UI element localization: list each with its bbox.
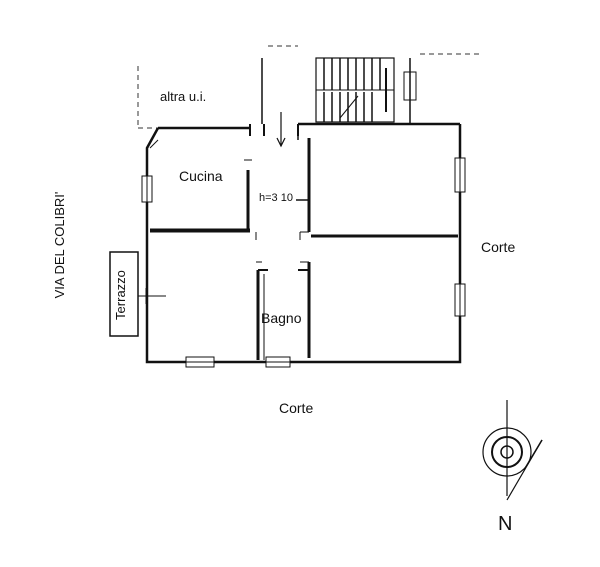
- staircase: [315, 57, 417, 123]
- terrace-label: Terrazzo: [113, 270, 128, 320]
- adjacent-unit-boundary: [137, 45, 482, 129]
- entry-arrow: [276, 112, 286, 148]
- terrace: [109, 251, 166, 337]
- courtyard-east-label: Corte: [481, 239, 515, 255]
- north-label: N: [498, 513, 512, 535]
- street-label: VIA DEL COLIBRI': [52, 192, 67, 299]
- north-compass: [482, 400, 543, 501]
- windows: [141, 157, 466, 368]
- kitchen-label: Cucina: [179, 168, 223, 184]
- exterior-walls: [145, 58, 462, 364]
- openings: [149, 139, 309, 263]
- interior-walls: [150, 130, 458, 360]
- courtyard-south-label: Corte: [279, 400, 313, 416]
- other-unit-label: altra u.i.: [160, 89, 206, 104]
- bathroom-label: Bagno: [261, 310, 302, 326]
- ceiling-height-label: h=3 10: [259, 192, 293, 204]
